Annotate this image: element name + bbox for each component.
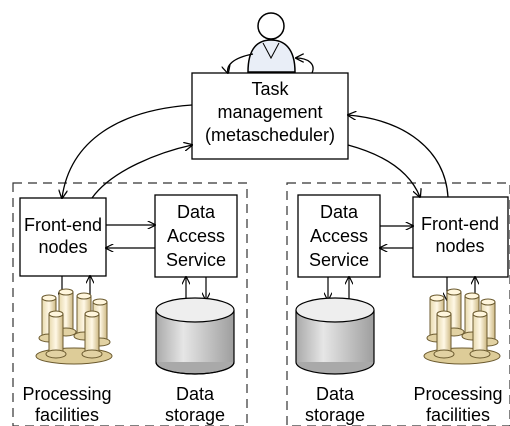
right-site-boundary <box>286 182 510 426</box>
left-das-line-2: Access <box>167 226 225 246</box>
right-frontend-to-task-arrow <box>348 115 449 198</box>
task-box-line-1: Task <box>251 79 289 99</box>
task-box-line-3: (metascheduler) <box>205 125 335 145</box>
left-das-line-1: Data <box>177 202 216 222</box>
left-processing-line-1: Processing <box>22 384 111 404</box>
right-das-line-1: Data <box>320 202 359 222</box>
right-das-box <box>297 194 381 278</box>
right-server-cluster-icon <box>424 289 500 364</box>
left-site-boundary <box>12 182 248 426</box>
task-management-box <box>191 72 349 160</box>
left-frontend-to-task-arrow <box>91 145 192 199</box>
left-storage-line-1: Data <box>176 384 215 404</box>
right-frontend-line-1: Front-end <box>421 214 499 234</box>
left-frontend-line-1: Front-end <box>24 215 102 235</box>
right-das-line-2: Access <box>310 226 368 246</box>
right-frontend-box <box>412 196 509 278</box>
user-icon <box>247 12 296 73</box>
right-processing-line-2: facilities <box>426 405 490 425</box>
left-das-box <box>154 194 238 278</box>
task-to-right-frontend-arrow <box>347 144 420 197</box>
right-frontend-line-2: nodes <box>435 236 484 256</box>
left-server-cluster-icon <box>36 289 112 364</box>
right-database-cylinder-icon <box>295 297 375 375</box>
left-das-line-3: Service <box>166 250 226 270</box>
user-to-task-arrow <box>228 53 254 73</box>
right-das-line-3: Service <box>309 250 369 270</box>
task-to-left-frontend-arrow <box>62 104 193 198</box>
left-database-cylinder-icon <box>155 297 235 375</box>
task-to-user-arrow <box>296 58 314 74</box>
left-processing-line-2: facilities <box>35 405 99 425</box>
right-storage-line-2: storage <box>305 405 365 425</box>
task-box-line-2: management <box>217 102 322 122</box>
left-storage-line-2: storage <box>165 405 225 425</box>
right-storage-line-1: Data <box>316 384 355 404</box>
right-processing-line-1: Processing <box>413 384 502 404</box>
left-frontend-line-2: nodes <box>38 237 87 257</box>
